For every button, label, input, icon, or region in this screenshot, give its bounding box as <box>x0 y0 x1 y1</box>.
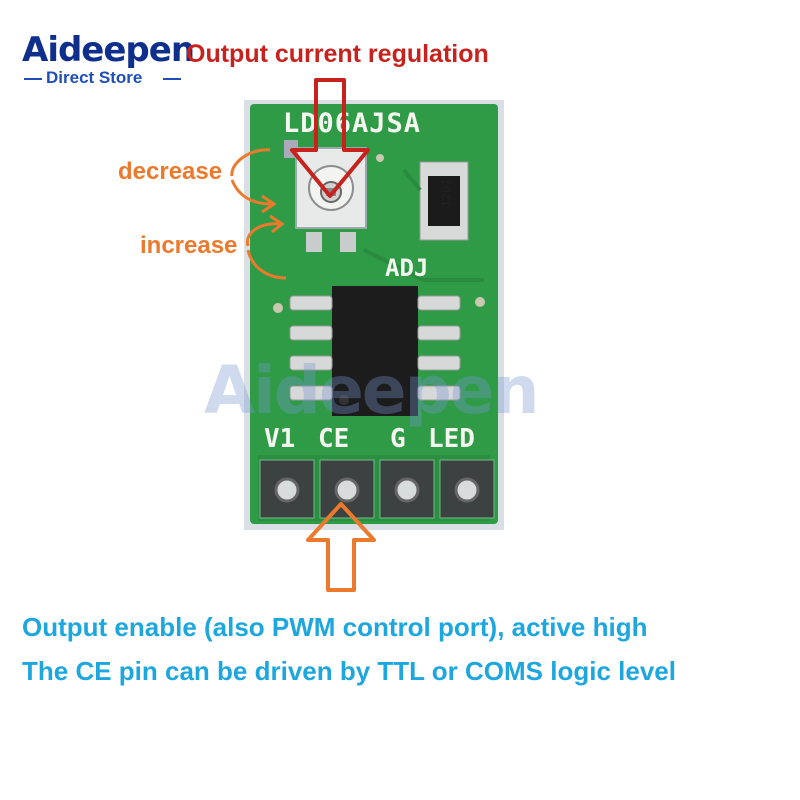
smd-resistor <box>428 176 460 226</box>
logo-divider-right <box>163 78 181 80</box>
watermark-logo: Aideepen <box>204 352 539 429</box>
led-driver-board <box>244 100 504 530</box>
up-arrow-icon <box>306 502 376 592</box>
caption-output-enable: Output enable (also PWM control port), a… <box>22 612 648 642</box>
driver-ic <box>332 286 418 416</box>
part-number-silkscreen: LD06AJSA <box>283 108 422 139</box>
header-pins <box>259 459 495 519</box>
logo-divider-left <box>24 78 42 80</box>
adj-silkscreen: ADJ <box>385 254 429 282</box>
title-current-regulation: Output current regulation <box>186 40 489 68</box>
label-increase: increase <box>140 232 238 259</box>
decrease-curve-icon <box>230 148 271 177</box>
brand-logo-text: Aideepen <box>22 30 195 70</box>
pin-label-g: G <box>390 424 406 454</box>
increase-curve-icon <box>245 222 281 247</box>
pin-label-led: LED <box>428 424 475 454</box>
down-arrow-icon <box>290 78 370 198</box>
pin-label-v1: V1 <box>264 424 296 454</box>
pin-label-ce: CE <box>318 424 350 454</box>
caption-ce-logic: The CE pin can be driven by TTL or COMS … <box>22 656 676 686</box>
label-decrease: decrease <box>118 158 223 185</box>
logo-subtitle: Direct Store <box>46 68 143 87</box>
brand-logo: Aideepen <box>22 30 195 70</box>
